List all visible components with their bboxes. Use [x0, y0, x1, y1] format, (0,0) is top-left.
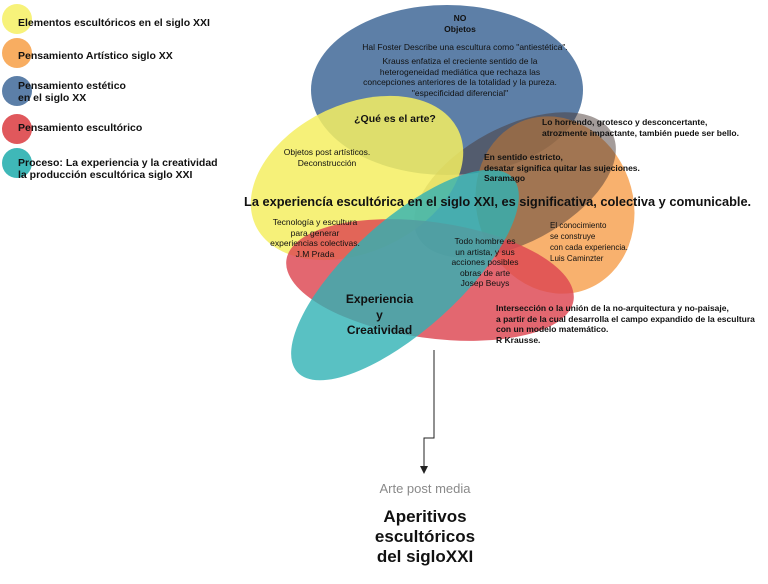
- legend-label: Pensamiento estético en el siglo XX: [18, 80, 126, 104]
- legend-label: Pensamiento Artístico siglo XX: [18, 50, 173, 62]
- arrow-head: [420, 466, 428, 474]
- legend-swatch-red: [2, 114, 32, 144]
- no-objetos-heading: NO Objetos: [444, 13, 476, 34]
- caminzter-quote: El conocimiento se construye con cada ex…: [550, 221, 628, 263]
- teal-ellipse: [291, 169, 519, 381]
- legend-swatch-orange: [2, 38, 32, 68]
- legend-label: Pensamiento escultórico: [18, 122, 143, 134]
- saramago-quote: En sentido estricto, desatar significa q…: [484, 152, 640, 183]
- krauss-text: Krauss enfatiza el creciente sentido de …: [363, 56, 557, 98]
- aperitivos-title: Aperitivos escultóricos del sigloXXI: [374, 507, 476, 566]
- arte-post-media: Arte post media: [379, 481, 471, 496]
- que-es-el-arte: ¿Qué es el arte?: [354, 113, 436, 125]
- beuys-quote: Todo hombre es un artista, y sus accione…: [451, 236, 519, 288]
- prada-quote: Tecnología y escultura para generar expe…: [270, 217, 360, 259]
- legend-swatch-yellow: [2, 4, 32, 34]
- hal-foster-text: Hal Foster Describe una escultura como "…: [362, 42, 568, 52]
- legend-label: Proceso: La experiencia y la creatividad…: [18, 157, 218, 181]
- experiencia-creatividad: Experiencia y Creatividad: [345, 292, 414, 337]
- central-statement: La experiencía escultórica en el siglo X…: [244, 194, 752, 209]
- krausse-quote: Intersección o la unión de la no-arquite…: [496, 303, 755, 345]
- legend-label: Elementos escultóricos en el siglo XXI: [18, 17, 210, 29]
- lo-horrendo-text: Lo horrendo, grotesco y desconcertante, …: [542, 117, 739, 138]
- legend-swatch-teal: [2, 148, 32, 178]
- legend-swatch-blue: [2, 76, 32, 106]
- objetos-post-artisticos: Objetos post artísticos. Deconstrucción: [283, 147, 371, 168]
- connector-line: [423, 350, 435, 472]
